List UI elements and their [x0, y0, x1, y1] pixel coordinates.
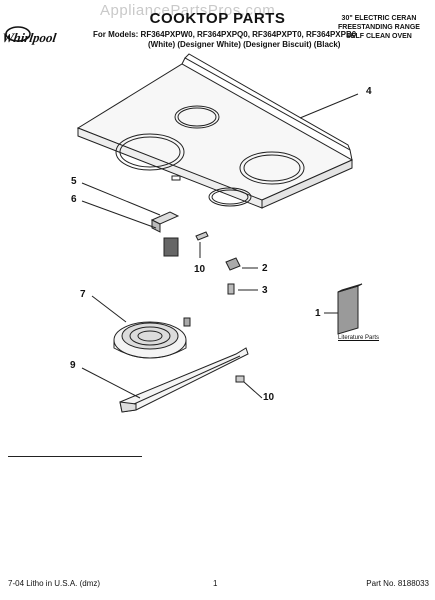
- callout-5: 5: [71, 176, 77, 187]
- callout-1: 1: [315, 308, 321, 319]
- divider-line: [8, 456, 142, 457]
- callout-9: 9: [70, 360, 76, 371]
- literature-parts-label: Literature Parts: [338, 335, 380, 341]
- callout-4: 4: [366, 86, 372, 97]
- switch-assembly-drawing: [150, 211, 180, 257]
- range-description: 30" ELECTRIC CERAN FREESTANDING RANGE SE…: [329, 14, 429, 41]
- literature-booklet-drawing: [337, 283, 363, 335]
- bolt-drawing: [227, 283, 235, 295]
- watermark-text: AppliancePartsPros.com: [100, 2, 276, 19]
- support-bracket-drawing: [119, 347, 249, 413]
- screw-drawing: [195, 231, 209, 241]
- callout-10-screw: 10: [194, 264, 206, 275]
- callout-6: 6: [71, 194, 77, 205]
- footer-litho: 7-04 Litho in U.S.A. (dmz): [8, 579, 101, 588]
- models-line: For Models: RF364PXPW0, RF364PXPQ0, RF36…: [93, 30, 357, 39]
- radiant-element-drawing: [113, 317, 191, 359]
- range-desc-line-3: SELF CLEAN OVEN: [346, 33, 412, 40]
- part-number: Part No. 8188033: [366, 579, 429, 588]
- page-title: COOKTOP PARTS: [149, 10, 286, 27]
- page-number: 1: [213, 579, 218, 588]
- clip-drawing: [225, 257, 241, 271]
- callout-3: 3: [262, 285, 268, 296]
- callout-2: 2: [262, 263, 268, 274]
- bracket-screw-drawing: [235, 375, 245, 383]
- cooktop-drawing: [76, 53, 354, 209]
- colors-line: (White) (Designer White) (Designer Biscu…: [148, 40, 341, 49]
- whirlpool-logo: [5, 26, 31, 42]
- range-desc-line-2: FREESTANDING RANGE: [338, 24, 420, 31]
- callout-10-bracket: 10: [263, 392, 275, 403]
- range-desc-line-1: 30" ELECTRIC CERAN: [341, 15, 417, 22]
- callout-7: 7: [80, 289, 86, 300]
